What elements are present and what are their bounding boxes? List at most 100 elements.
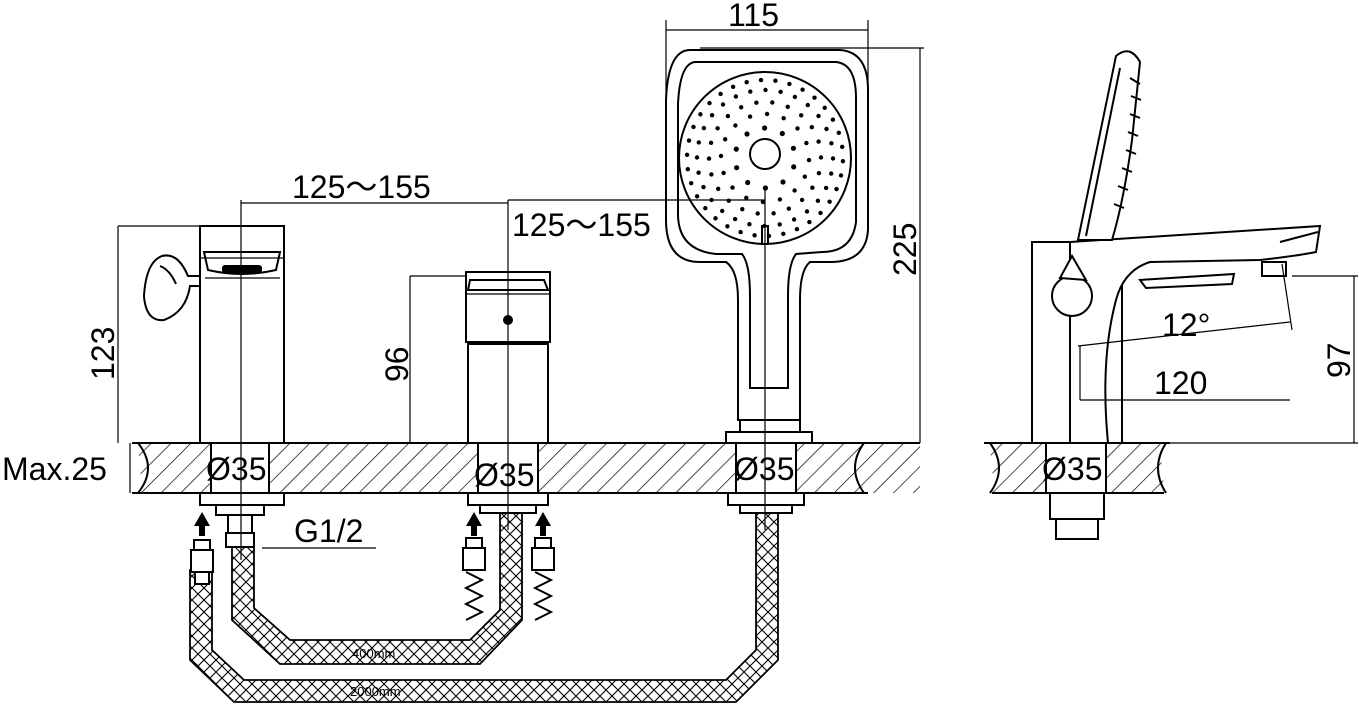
- nozzle-dot: [696, 170, 701, 175]
- nozzle-dot: [752, 233, 757, 238]
- nozzle-dot: [708, 140, 714, 145]
- dim-height-side: 97: [1321, 342, 1357, 378]
- nozzle-dot: [785, 104, 790, 110]
- nozzle-dot: [744, 131, 750, 137]
- nozzle-dot: [725, 113, 731, 119]
- nozzle-dot: [827, 199, 832, 204]
- nozzle-dot: [809, 125, 814, 130]
- nozzle-dot: [792, 94, 798, 100]
- nozzle-dot: [694, 194, 700, 199]
- nozzle-dot: [804, 209, 810, 214]
- nozzle-dot: [720, 208, 725, 214]
- inlet-connector-mid-right: [531, 512, 555, 621]
- nozzle-dot: [805, 102, 810, 108]
- hand-shower-shank: [727, 442, 805, 514]
- nozzle-dot: [716, 186, 721, 191]
- hose-long: [189, 512, 779, 703]
- dim-thread: G1/2: [294, 513, 363, 549]
- nozzle-dot: [795, 126, 800, 131]
- nozzle-dot: [754, 100, 759, 105]
- dim-height-handshower: 225: [887, 223, 923, 276]
- nozzle-dot: [691, 124, 696, 130]
- nozzle-dot: [823, 185, 829, 191]
- nozzle-dot: [836, 130, 841, 135]
- nozzle-dot: [739, 105, 744, 110]
- dim-spacing-right: 125～155: [512, 207, 651, 243]
- dim-hole-side: Ø35: [1042, 451, 1102, 487]
- center-lines: [240, 190, 766, 560]
- nozzle-dot: [779, 130, 785, 137]
- nozzle-dot: [747, 222, 752, 227]
- nozzle-dot: [770, 100, 775, 105]
- nozzle-dot: [791, 164, 797, 170]
- side-view: [984, 50, 1358, 540]
- nozzle-dot: [799, 113, 804, 118]
- nozzle-dot: [824, 126, 829, 132]
- nozzle-dot: [723, 137, 728, 142]
- nozzle-dot: [744, 195, 749, 200]
- nozzle-dot: [829, 171, 834, 176]
- nozzle-dot: [829, 141, 834, 146]
- nozzle-dot: [802, 174, 807, 179]
- nozzle-dot: [718, 153, 724, 159]
- nozzle-dot: [816, 113, 821, 119]
- dim-hole-2: Ø35: [474, 457, 534, 493]
- dimension-lines: [117, 20, 924, 549]
- nozzle-dot: [733, 123, 738, 128]
- nozzle-dot: [807, 219, 812, 225]
- nozzle-dot: [806, 157, 812, 163]
- nozzle-dot: [790, 145, 797, 151]
- inlet-connector-left: [190, 512, 214, 585]
- hose-long-label: 2000mm: [350, 684, 401, 699]
- dim-hole-1: Ø35: [206, 451, 266, 487]
- nozzle-dot: [834, 186, 839, 192]
- nozzle-dot: [773, 78, 778, 83]
- nozzle-dot: [787, 81, 792, 87]
- mixer-shank: [199, 442, 285, 548]
- nozzle-dot: [686, 138, 692, 143]
- nozzle-dot: [758, 77, 764, 83]
- dim-projection: 120: [1154, 365, 1207, 401]
- nozzle-dot: [685, 167, 690, 172]
- nozzle-dot: [771, 211, 776, 216]
- nozzle-dot: [725, 224, 730, 229]
- nozzle-dot: [701, 184, 706, 190]
- dim-deck-max: Max.25: [2, 451, 107, 487]
- nozzle-dot: [822, 105, 827, 111]
- nozzle-dot: [791, 217, 797, 222]
- nozzle-dot: [713, 216, 718, 221]
- nozzle-dot: [780, 179, 786, 185]
- nozzle-dot: [816, 139, 821, 144]
- nozzle-dot: [696, 140, 701, 145]
- nozzle-dot: [810, 185, 815, 190]
- nozzle-dot: [748, 89, 753, 94]
- nozzle-dot: [726, 198, 731, 203]
- nozzle-dot: [763, 87, 768, 93]
- nozzle-dot: [730, 185, 735, 190]
- nozzle-dot: [762, 185, 769, 191]
- nozzle-dot: [707, 100, 712, 106]
- nozzle-dot: [840, 159, 846, 164]
- hose-short-label: 400mm: [352, 646, 395, 661]
- nozzle-dot: [804, 140, 809, 146]
- nozzle-dot: [703, 206, 708, 211]
- nozzle-dot: [740, 207, 745, 212]
- nozzle-dot: [777, 197, 783, 202]
- nozzle-dot: [715, 126, 720, 131]
- dim-spacing-left: 125～155: [292, 169, 431, 205]
- nozzle-dot: [755, 211, 760, 216]
- nozzle-dot: [778, 89, 783, 95]
- nozzle-dot: [766, 233, 772, 239]
- mixer-handle: [142, 254, 201, 322]
- nozzle-dot: [840, 144, 845, 149]
- nozzle-dot: [815, 198, 821, 203]
- nozzle-dot: [733, 94, 739, 99]
- nozzle-dot: [694, 155, 700, 160]
- nozzle-dot: [777, 222, 782, 227]
- nozzle-dot: [730, 84, 736, 90]
- inlet-connector-mid-left: [462, 512, 486, 621]
- dim-height-mixer: 123: [85, 327, 121, 380]
- nozzle-dot: [733, 146, 739, 152]
- nozzle-dot: [709, 113, 715, 118]
